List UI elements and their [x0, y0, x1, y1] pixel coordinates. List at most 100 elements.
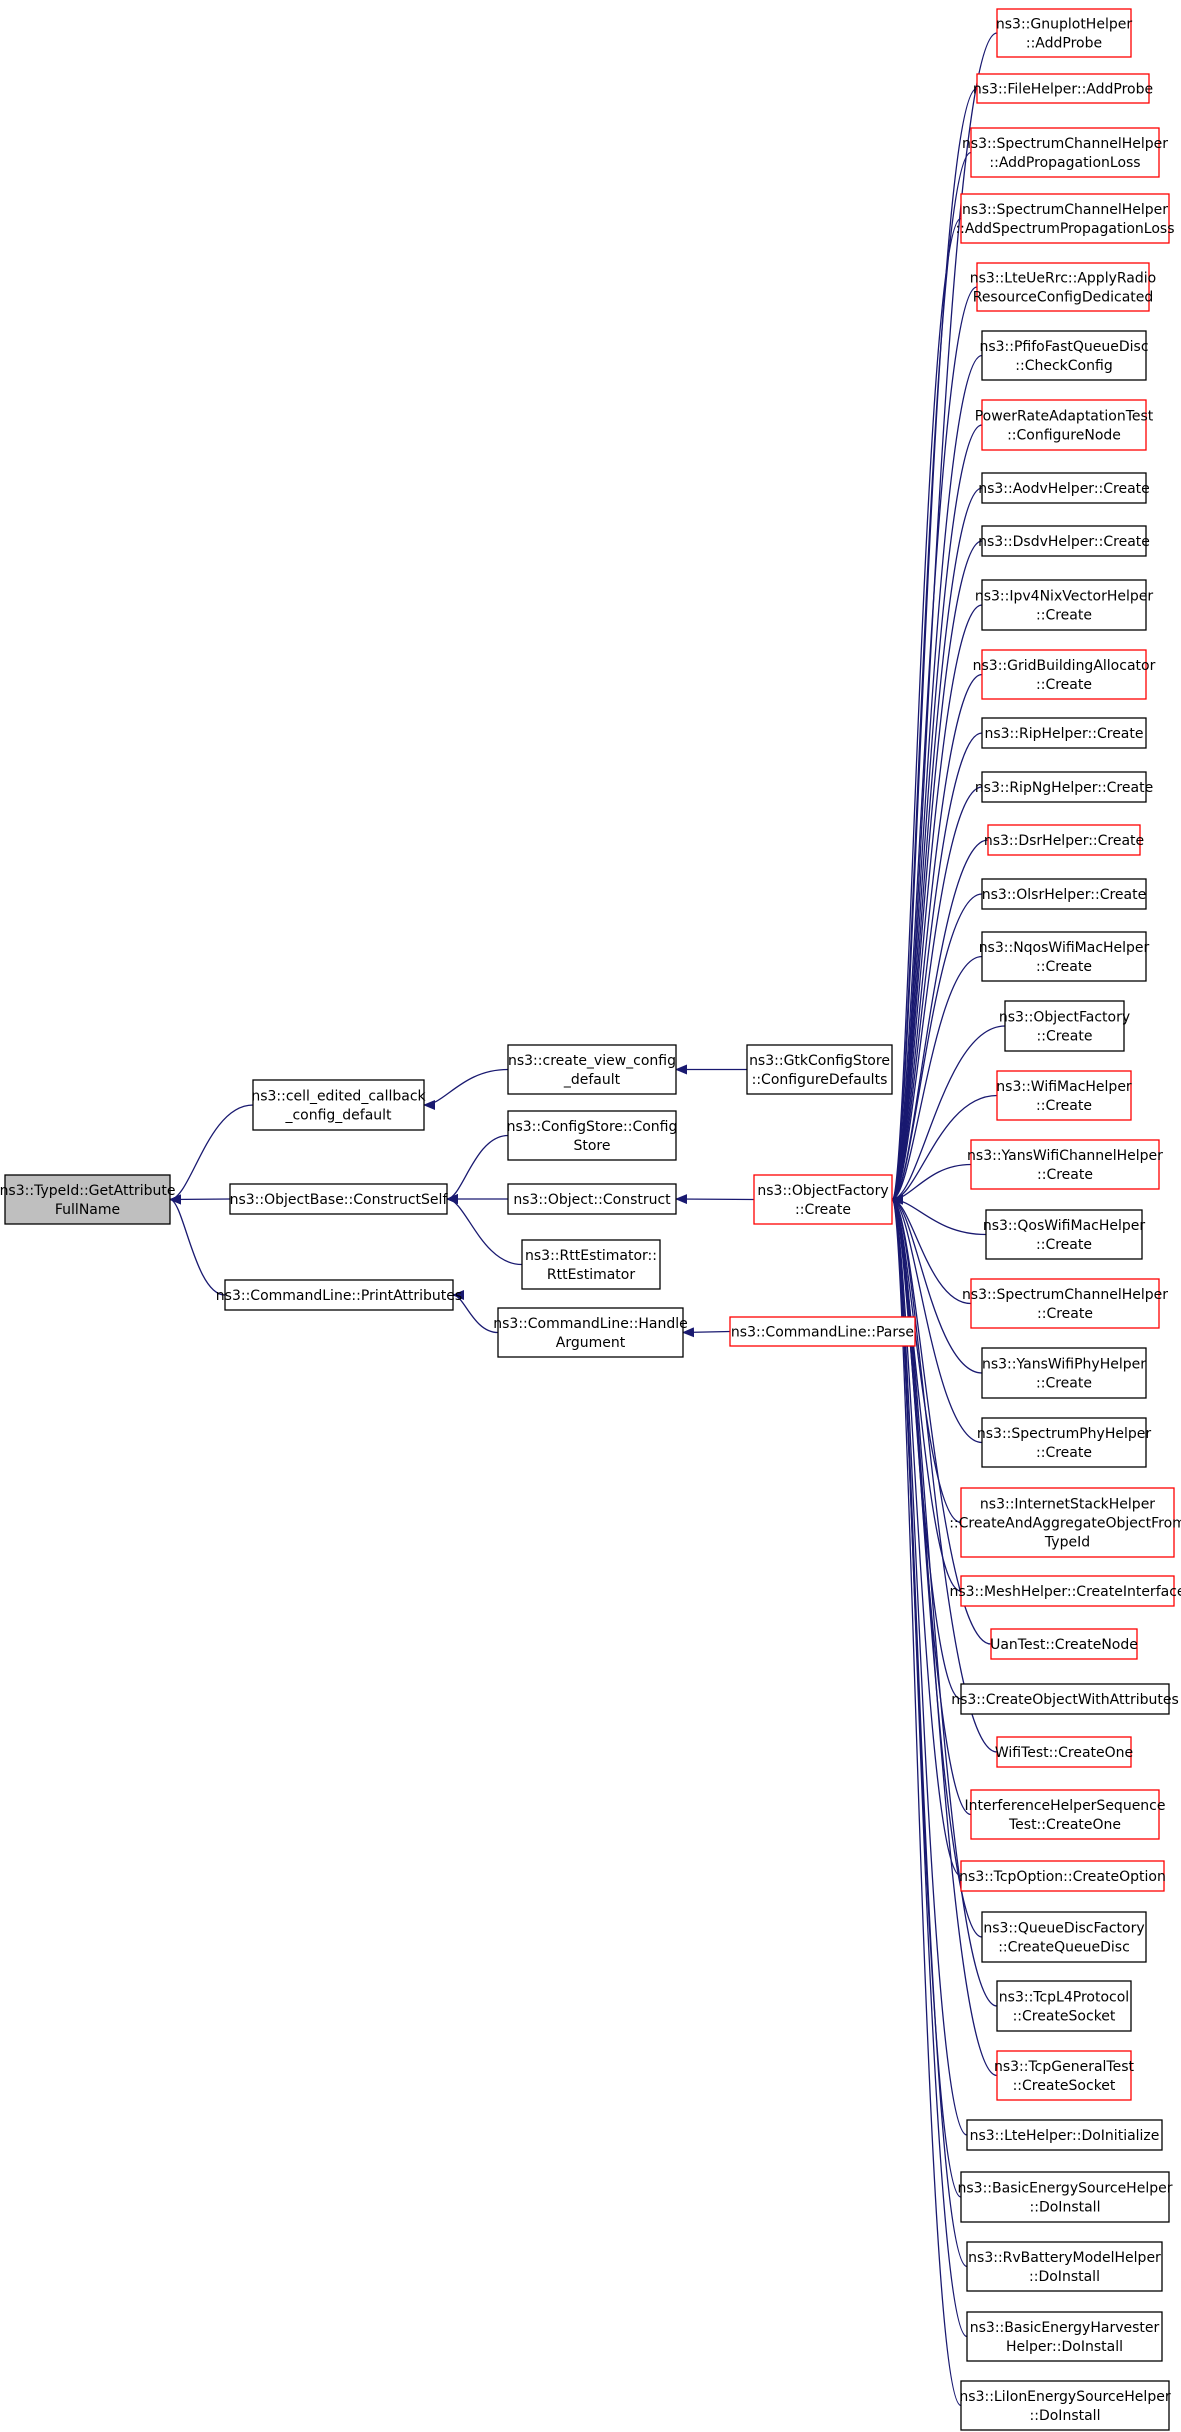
node-box [729, 1316, 916, 1347]
node-box [981, 878, 1147, 910]
node-label-line: ns3::create_view_config [508, 1053, 676, 1069]
node-c0[interactable]: ns3::GnuplotHelper::AddProbe [996, 8, 1132, 58]
node-c34[interactable]: ns3::BasicEnergySourceHelper::DoInstall [958, 2171, 1173, 2223]
node-c28[interactable]: InterferenceHelperSequenceTest::CreateOn… [965, 1789, 1166, 1840]
node-box [981, 931, 1147, 982]
node-objectfactory_create[interactable]: ns3::ObjectFactory::Create [753, 1174, 893, 1225]
node-label-line: _default [563, 1072, 621, 1088]
node-label-line: ::ConfigureDefaults [752, 1072, 888, 1088]
node-label-line: ::CheckConfig [1015, 358, 1112, 374]
node-c35[interactable]: ns3::RvBatteryModelHelper::DoInstall [966, 2241, 1163, 2292]
call-edge-cmdline_handle-to-cmdline_printattributes [452, 1290, 499, 1334]
node-c24[interactable]: ns3::MeshHelper::CreateInterface [949, 1575, 1181, 1607]
node-label-line: ns3::QosWifiMacHelper [983, 1218, 1146, 1234]
node-label-line: ns3::YansWifiPhyHelper [982, 1357, 1146, 1373]
node-label-line: ns3::PfifoFastQueueDisc [979, 339, 1148, 355]
node-c3[interactable]: ns3::SpectrumChannelHelper::AddSpectrumP… [955, 193, 1175, 244]
call-edge-c10-to-objectfactory_create [891, 673, 983, 1205]
node-c17[interactable]: ns3::WifiMacHelper::Create [996, 1070, 1132, 1121]
node-c10[interactable]: ns3::GridBuildingAllocator::Create [973, 649, 1156, 700]
node-c14[interactable]: ns3::OlsrHelper::Create [981, 878, 1147, 910]
node-label-line: ns3::ObjectBase::ConstructSelf [230, 1192, 449, 1208]
node-label-line: Argument [556, 1335, 626, 1351]
node-box [970, 127, 1160, 178]
node-c6[interactable]: PowerRateAdaptationTest::ConfigureNode [975, 399, 1154, 451]
node-label-line: ns3::SpectrumChannelHelper [962, 136, 1168, 152]
node-c30[interactable]: ns3::QueueDiscFactory::CreateQueueDisc [981, 1911, 1147, 1963]
node-label-line: ::Create [1036, 959, 1092, 975]
node-c27[interactable]: WifiTest::CreateOne [995, 1736, 1133, 1768]
node-c26[interactable]: ns3::CreateObjectWithAttributes [951, 1683, 1179, 1715]
node-label-line: ::Create [1037, 1167, 1093, 1183]
node-c8[interactable]: ns3::DsdvHelper::Create [978, 525, 1150, 557]
node-c16[interactable]: ns3::ObjectFactory::Create [999, 1000, 1130, 1052]
node-c33[interactable]: ns3::LteHelper::DoInitialize [966, 2119, 1163, 2151]
node-c22[interactable]: ns3::SpectrumPhyHelper::Create [977, 1417, 1151, 1468]
node-box [996, 1980, 1132, 2032]
node-label-line: ::Create [795, 1202, 851, 1218]
node-c31[interactable]: ns3::TcpL4Protocol::CreateSocket [996, 1980, 1132, 2032]
node-label-line: ns3::RipNgHelper::Create [975, 780, 1153, 796]
node-label-line: TypeId [1044, 1535, 1090, 1551]
node-label-line: ::Create [1037, 1306, 1093, 1322]
node-c2[interactable]: ns3::SpectrumChannelHelper::AddPropagati… [962, 127, 1168, 178]
node-c9[interactable]: ns3::Ipv4NixVectorHelper::Create [975, 579, 1154, 631]
node-box [960, 193, 1170, 244]
node-box [996, 1070, 1132, 1121]
node-box [960, 2380, 1170, 2431]
node-c32[interactable]: ns3::TcpGeneralTest::CreateSocket [994, 2050, 1135, 2101]
node-rttestimator[interactable]: ns3::RttEstimator::RttEstimator [521, 1239, 661, 1290]
node-label-line: ns3::LteHelper::DoInitialize [970, 2128, 1160, 2144]
node-box [960, 1860, 1165, 1892]
node-label-line: ns3::BasicEnergyHarvester [970, 2320, 1160, 2336]
node-label-line: ::AddPropagationLoss [989, 155, 1140, 171]
node-label-line: ::Create [1037, 1029, 1093, 1045]
node-object_construct[interactable]: ns3::Object::Construct [507, 1183, 677, 1215]
node-c37[interactable]: ns3::LiIonEnergySourceHelper::DoInstall [959, 2380, 1171, 2431]
node-label-line: ns3::YansWifiChannelHelper [967, 1148, 1163, 1164]
node-label-line: ns3::GtkConfigStore [749, 1053, 890, 1069]
node-c13[interactable]: ns3::DsrHelper::Create [984, 824, 1144, 856]
node-label-line: RttEstimator [547, 1267, 635, 1283]
node-c19[interactable]: ns3::QosWifiMacHelper::Create [983, 1209, 1146, 1260]
node-cell_edited[interactable]: ns3::cell_edited_callback_config_default [251, 1079, 427, 1131]
node-box [507, 1183, 677, 1215]
node-label-line: ns3::RvBatteryModelHelper [968, 2250, 1161, 2266]
node-configstore_config[interactable]: ns3::ConfigStore::ConfigStore [507, 1110, 678, 1161]
node-c4[interactable]: ns3::LteUeRrc::ApplyRadioResourceConfigD… [970, 262, 1156, 312]
node-objectbase_constructself[interactable]: ns3::ObjectBase::ConstructSelf [229, 1183, 449, 1215]
node-c20[interactable]: ns3::SpectrumChannelHelper::Create [962, 1278, 1168, 1329]
node-label-line: ns3::ObjectFactory [999, 1010, 1130, 1026]
node-c11[interactable]: ns3::RipHelper::Create [981, 717, 1147, 749]
node-c12[interactable]: ns3::RipNgHelper::Create [975, 771, 1153, 803]
node-c7[interactable]: ns3::AodvHelper::Create [978, 472, 1150, 504]
node-create_view_config[interactable]: ns3::create_view_config_default [507, 1044, 677, 1095]
node-cmdline_printattributes[interactable]: ns3::CommandLine::PrintAttributes [216, 1279, 462, 1311]
node-c36[interactable]: ns3::BasicEnergyHarvesterHelper::DoInsta… [966, 2311, 1163, 2362]
call-edge-objectfactory_create-to-object_construct [675, 1194, 755, 1205]
node-box [996, 2050, 1132, 2101]
node-c15[interactable]: ns3::NqosWifiMacHelper::Create [979, 931, 1150, 982]
call-edge-c4-to-objectfactory_create [891, 286, 978, 1205]
node-label-line: ns3::RipHelper::Create [984, 726, 1143, 742]
node-c25[interactable]: UanTest::CreateNode [990, 1628, 1138, 1660]
node-box [966, 2119, 1163, 2151]
node-label-line: ::CreateAndAggregateObjectFrom [949, 1516, 1181, 1532]
node-c21[interactable]: ns3::YansWifiPhyHelper::Create [981, 1347, 1147, 1399]
node-c18[interactable]: ns3::YansWifiChannelHelper::Create [967, 1139, 1163, 1190]
call-edge-c36-to-objectfactory_create [891, 1195, 968, 2338]
node-label-line: _config_default [284, 1108, 392, 1124]
node-c23[interactable]: ns3::InternetStackHelper::CreateAndAggre… [949, 1487, 1181, 1558]
node-cmdline_parse[interactable]: ns3::CommandLine::Parse [729, 1316, 916, 1347]
node-c29[interactable]: ns3::TcpOption::CreateOption [959, 1860, 1166, 1892]
node-label-line: ns3::GnuplotHelper [996, 17, 1132, 33]
node-gtkconfigstore[interactable]: ns3::GtkConfigStore::ConfigureDefaults [746, 1044, 893, 1095]
node-box [521, 1239, 661, 1290]
node-c5[interactable]: ns3::PfifoFastQueueDisc::CheckConfig [979, 330, 1149, 381]
node-label-line: ns3::TcpL4Protocol [999, 1990, 1129, 2006]
node-label-line: ns3::ConfigStore::Config [507, 1119, 678, 1135]
node-c1[interactable]: ns3::FileHelper::AddProbe [973, 73, 1153, 104]
node-label-line: ::DoInstall [1030, 2408, 1101, 2424]
